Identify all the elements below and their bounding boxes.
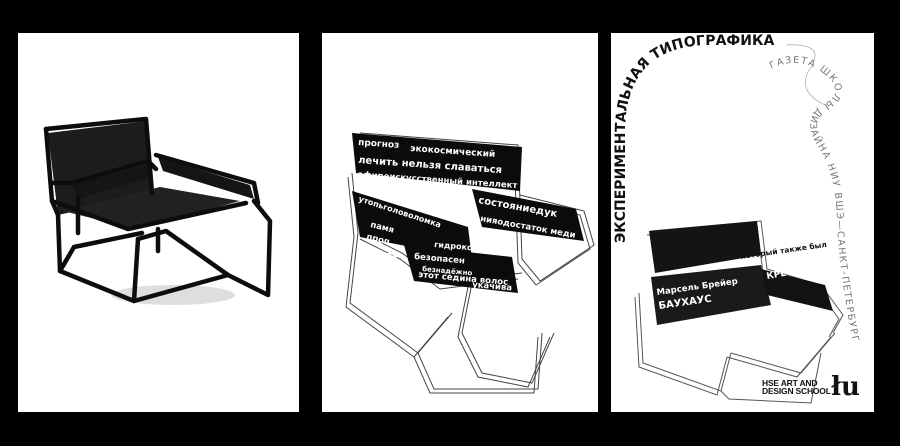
hse-logo: HSE ART AND DESIGN SCHOOL xyxy=(762,378,831,396)
hse-mark-icon: łu xyxy=(831,372,860,402)
typographic-chair-panel: прогноз экокосмический лечить нельзя сла… xyxy=(322,33,598,412)
typographic-chair-illustration: прогноз экокосмический лечить нельзя сла… xyxy=(345,132,595,394)
cover-headline: ЭКСПЕРИМЕНТАЛЬНАЯ ТИПОГРАФИКА №5 ОКТЯБРЬ… xyxy=(611,33,779,243)
hse-logo-line-2: DESIGN SCHOOL xyxy=(762,386,831,396)
chair-photo xyxy=(43,116,273,305)
word-line-15: гидрокс xyxy=(434,240,473,252)
newspaper-cover-panel: КРЕСЛО ВАСИЛИЙ Марсель Брейер БАУХАУС ко… xyxy=(611,33,874,412)
word-line-14: укачива xyxy=(472,280,513,293)
cover-illustration: КРЕСЛО ВАСИЛИЙ Марсель Брейер БАУХАУС ко… xyxy=(611,33,862,404)
word-line-7: безопасен xyxy=(414,251,466,266)
word-line-0: прогноз xyxy=(358,138,400,151)
hse-logo-line-1: HSE ART AND xyxy=(762,378,818,388)
chair-photo-panel xyxy=(18,33,299,412)
